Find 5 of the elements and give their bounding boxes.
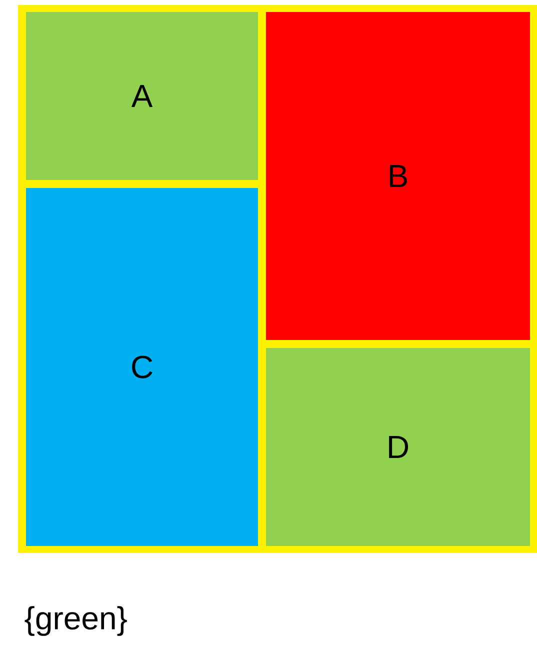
tile: D <box>266 348 530 546</box>
tile: A <box>26 12 258 180</box>
tile: C <box>26 188 258 546</box>
tile: B <box>266 12 530 340</box>
caption-text: {green} <box>24 606 127 636</box>
